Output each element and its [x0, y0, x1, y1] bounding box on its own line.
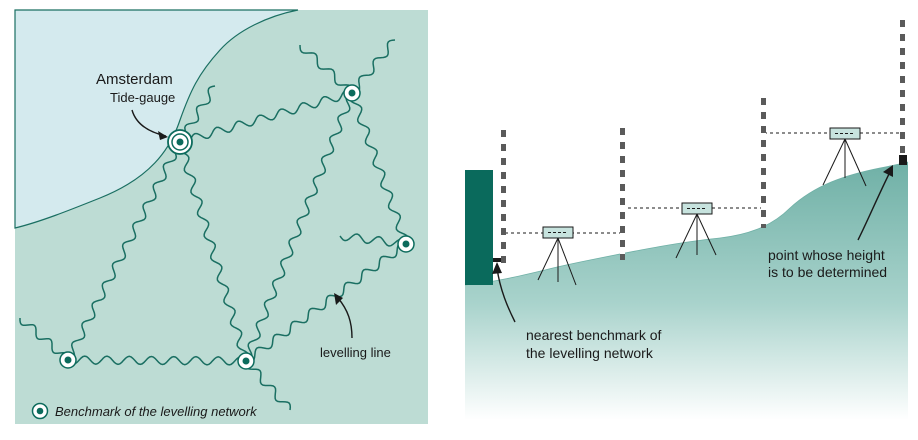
benchmark-icon: [167, 129, 193, 155]
levelling-line: [67, 141, 181, 361]
benchmarks: [59, 84, 415, 370]
levelling-staff: [761, 98, 766, 228]
levelling-line: [19, 318, 69, 360]
levelling-staff: [620, 128, 625, 260]
benchmark-icon: [237, 352, 255, 370]
levelling-line: [351, 39, 396, 94]
levelling-network-map: Amsterdam Tide-gauge levelling line Benc…: [14, 9, 428, 424]
benchmark-wall: [465, 170, 493, 285]
benchmark-label-line1: nearest benchmark of: [526, 327, 662, 343]
levelling-line: [339, 233, 407, 247]
benchmark-icon: [343, 84, 361, 102]
map-sea: [14, 9, 299, 229]
benchmark-icon: [397, 235, 415, 253]
hill-terrain: [465, 162, 908, 420]
staff-foot: [899, 155, 907, 165]
tide-gauge-label: Tide-gauge: [110, 90, 175, 105]
point-label-line1: point whose height: [768, 247, 885, 263]
arrow-head-icon: [334, 293, 343, 305]
benchmark-label-line2: the levelling network: [526, 345, 654, 361]
levelling-instrument-icon: [537, 226, 577, 286]
arrow-head-icon: [492, 262, 502, 274]
benchmark-marker: [493, 258, 501, 262]
benchmark-icon: [59, 351, 77, 369]
levelling-line: [67, 355, 247, 366]
levelling-line: [245, 92, 353, 362]
levelling-line-arrow: [337, 297, 353, 339]
levelling-staff: [501, 130, 506, 265]
levelling-line: [299, 44, 353, 94]
levelling-line: [244, 360, 292, 411]
levelling-line: [177, 141, 249, 362]
levelling-line: [349, 92, 409, 245]
point-label-line2: is to be determined: [768, 264, 887, 280]
levelling-profile: nearest benchmark of the levelling netwo…: [464, 20, 909, 420]
levelling-line: [245, 242, 407, 363]
levelling-line-label: levelling line: [320, 345, 391, 360]
legend: Benchmark of the levelling network: [31, 402, 258, 420]
levelling-line: [179, 89, 353, 146]
legend-label: Benchmark of the levelling network: [55, 404, 258, 419]
arrow-head-icon: [158, 131, 168, 140]
levelling-staff: [900, 20, 905, 165]
levelling-instruments: [537, 127, 867, 286]
levelling-instrument-icon: [675, 202, 717, 259]
point-pointer-arrow: [857, 171, 891, 241]
amsterdam-label: Amsterdam: [96, 71, 173, 88]
arrow-head-icon: [883, 165, 893, 177]
benchmark-icon: [31, 402, 49, 420]
levelling-lines: [19, 39, 409, 411]
hill-outline: [464, 161, 909, 286]
sight-lines: [505, 132, 903, 234]
levelling-staffs: [501, 20, 907, 265]
levelling-instrument-icon: [822, 127, 867, 187]
